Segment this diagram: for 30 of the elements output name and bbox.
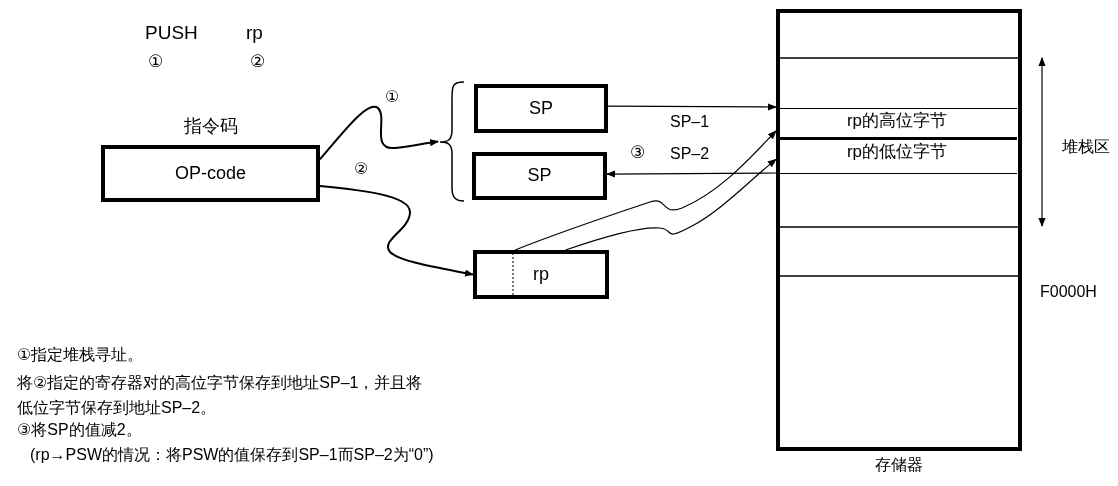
box-label: SP [528,97,554,120]
callout-number: ③ [630,143,646,164]
box-label: OP-code [173,162,247,185]
register-box [472,152,607,200]
label: 堆栈区 [1062,137,1110,157]
note-text: (rp→PSW的情况：将PSW的值保存到SP–1而SP–2为“0”) [30,445,434,465]
cell-text: rp的高位字节 [845,111,949,132]
note-text: ①指定堆栈寻址。 [17,345,144,365]
arrow [514,130,777,251]
arrow [319,105,439,161]
memory-row [777,140,1017,174]
callout-number: ② [250,52,266,73]
operand-text: rp [246,22,263,45]
box-label: rp [532,263,550,286]
cell-text: rp的低位字节 [845,142,949,163]
arrow [606,170,777,178]
instruction-text: PUSH [145,22,198,45]
label: F0000H [1040,282,1097,302]
arrow [319,185,474,277]
note-text: ③将SP的值减2。 [17,420,142,440]
heading: 指令码 [182,116,239,138]
arrow [564,158,777,251]
note-text: 将②指定的寄存器对的高位字节保存到地址SP–1，并且将低位字节保存到地址SP–2。 [17,373,424,418]
node-label: 存储器 [874,455,924,475]
box-label: SP [526,165,553,187]
register-box [474,84,608,133]
register-box [473,250,609,299]
callout-number: ① [148,52,164,73]
arrow [607,103,777,111]
memory-row [777,108,1017,140]
